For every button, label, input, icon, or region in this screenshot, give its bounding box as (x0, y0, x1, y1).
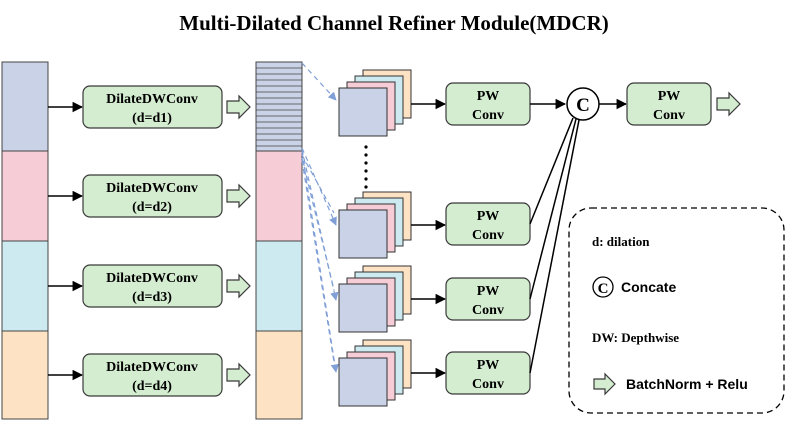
pw-label: PW (477, 358, 500, 373)
dilate-dwconv-block-3: DilateDWConv (d=d3) (82, 264, 223, 308)
legend-dilation: d: dilation (592, 234, 650, 249)
concat-symbol: C (576, 95, 590, 116)
dilate-block-label: DilateDWConv (106, 92, 198, 107)
dilate-block-label: DilateDWConv (106, 360, 198, 375)
input-segment-2 (1, 150, 49, 242)
pw-label: Conv (653, 108, 685, 123)
dilate-block-param: (d=d1) (132, 111, 172, 126)
feature-cube-group-4 (338, 339, 412, 407)
legend-concat-symbol: C (598, 281, 609, 297)
legend-border (568, 207, 785, 414)
output-bnrelu-arrow-icon (716, 91, 741, 117)
bnrelu-arrow-icon (226, 362, 251, 388)
input-segment-4 (1, 330, 49, 420)
feature-cube-group-2 (338, 191, 412, 259)
pw-label: Conv (472, 303, 504, 318)
legend: d: dilation C Concate DW: Depthwise Batc… (568, 207, 785, 414)
legend-bnrelu-label: BatchNorm + Relu (626, 376, 748, 392)
middle-feature-stack (255, 61, 303, 420)
pw-label: Conv (472, 108, 504, 123)
pw-conv-block-4: PW Conv (445, 351, 531, 395)
pw-label: Conv (472, 377, 504, 392)
pw-conv-block-3: PW Conv (445, 277, 531, 321)
legend-concat-label: Concate (621, 279, 676, 295)
final-pw-conv-block: PW Conv (626, 82, 712, 126)
pw-label: Conv (472, 228, 504, 243)
diagram-title: Multi-Dilated Channel Refiner Module(MDC… (179, 11, 609, 35)
dilate-block-label: DilateDWConv (106, 181, 198, 196)
channel-split-lines (256, 67, 302, 147)
bnrelu-arrow-icon (226, 273, 251, 299)
feature-cube-group-3 (338, 265, 412, 333)
channel-shuffle-arrows (301, 62, 339, 373)
legend-concat-icon (592, 276, 614, 298)
pw-conv-block-1: PW Conv (445, 82, 531, 126)
dilate-dwconv-block-1: DilateDWConv (d=d1) (82, 85, 223, 129)
legend-bnrelu-arrow-icon (593, 372, 616, 396)
dilate-block-param: (d=d3) (132, 290, 172, 305)
dilate-block-param: (d=d2) (132, 200, 172, 215)
pw-label: PW (477, 284, 500, 299)
concat-node: C (566, 87, 600, 121)
input-feature-stack (1, 61, 49, 420)
dilate-block-param: (d=d4) (132, 379, 172, 394)
pw-conv-block-2: PW Conv (445, 202, 531, 246)
pw-label: PW (477, 209, 500, 224)
dilate-block-label: DilateDWConv (106, 271, 198, 286)
input-segment-1 (1, 61, 49, 152)
concat-lines (529, 98, 580, 374)
ellipsis-dots (364, 145, 368, 189)
bnrelu-arrow-icon (226, 183, 251, 209)
pw-label: PW (477, 89, 500, 104)
dilate-dwconv-block-2: DilateDWConv (d=d2) (82, 174, 223, 218)
dilate-dwconv-block-4: DilateDWConv (d=d4) (82, 353, 223, 397)
pw-label: PW (658, 89, 681, 104)
input-segment-3 (1, 240, 49, 332)
bnrelu-arrow-icon (226, 94, 251, 120)
feature-cube-group-1 (338, 69, 412, 137)
legend-depthwise: DW: Depthwise (592, 330, 679, 345)
